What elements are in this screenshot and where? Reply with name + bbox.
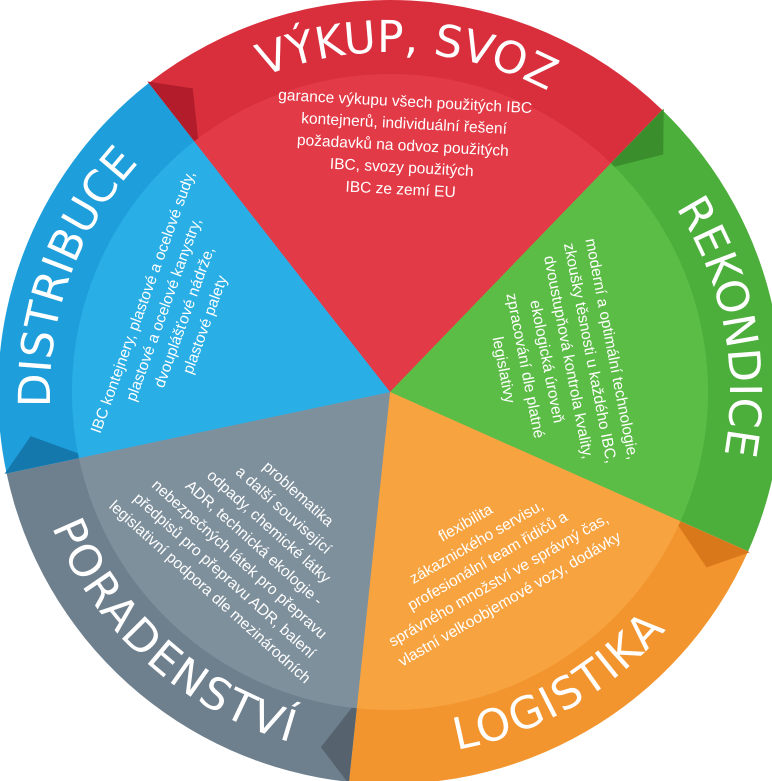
segment-rekondice-ribbon-fold	[605, 108, 664, 169]
segment-poradenstvi-ribbon-fold	[320, 700, 358, 781]
inner-disc	[71, 73, 708, 711]
segment-poradenstvi-inner	[78, 392, 391, 709]
segment-vykup-description: garance výkupu všech použitých IBCkontej…	[278, 87, 533, 201]
segment-distribuce-ribbon-fold	[4, 436, 87, 474]
segment-logistika-inner	[356, 392, 681, 711]
segment-logistika-ribbon-fold	[673, 518, 750, 568]
segment-vykup-inner	[194, 73, 611, 392]
segment-distribuce-inner	[71, 141, 390, 459]
segment-rekondice-inner	[390, 163, 708, 522]
segment-vykup-line: IBC ze zemí EU	[345, 178, 456, 201]
